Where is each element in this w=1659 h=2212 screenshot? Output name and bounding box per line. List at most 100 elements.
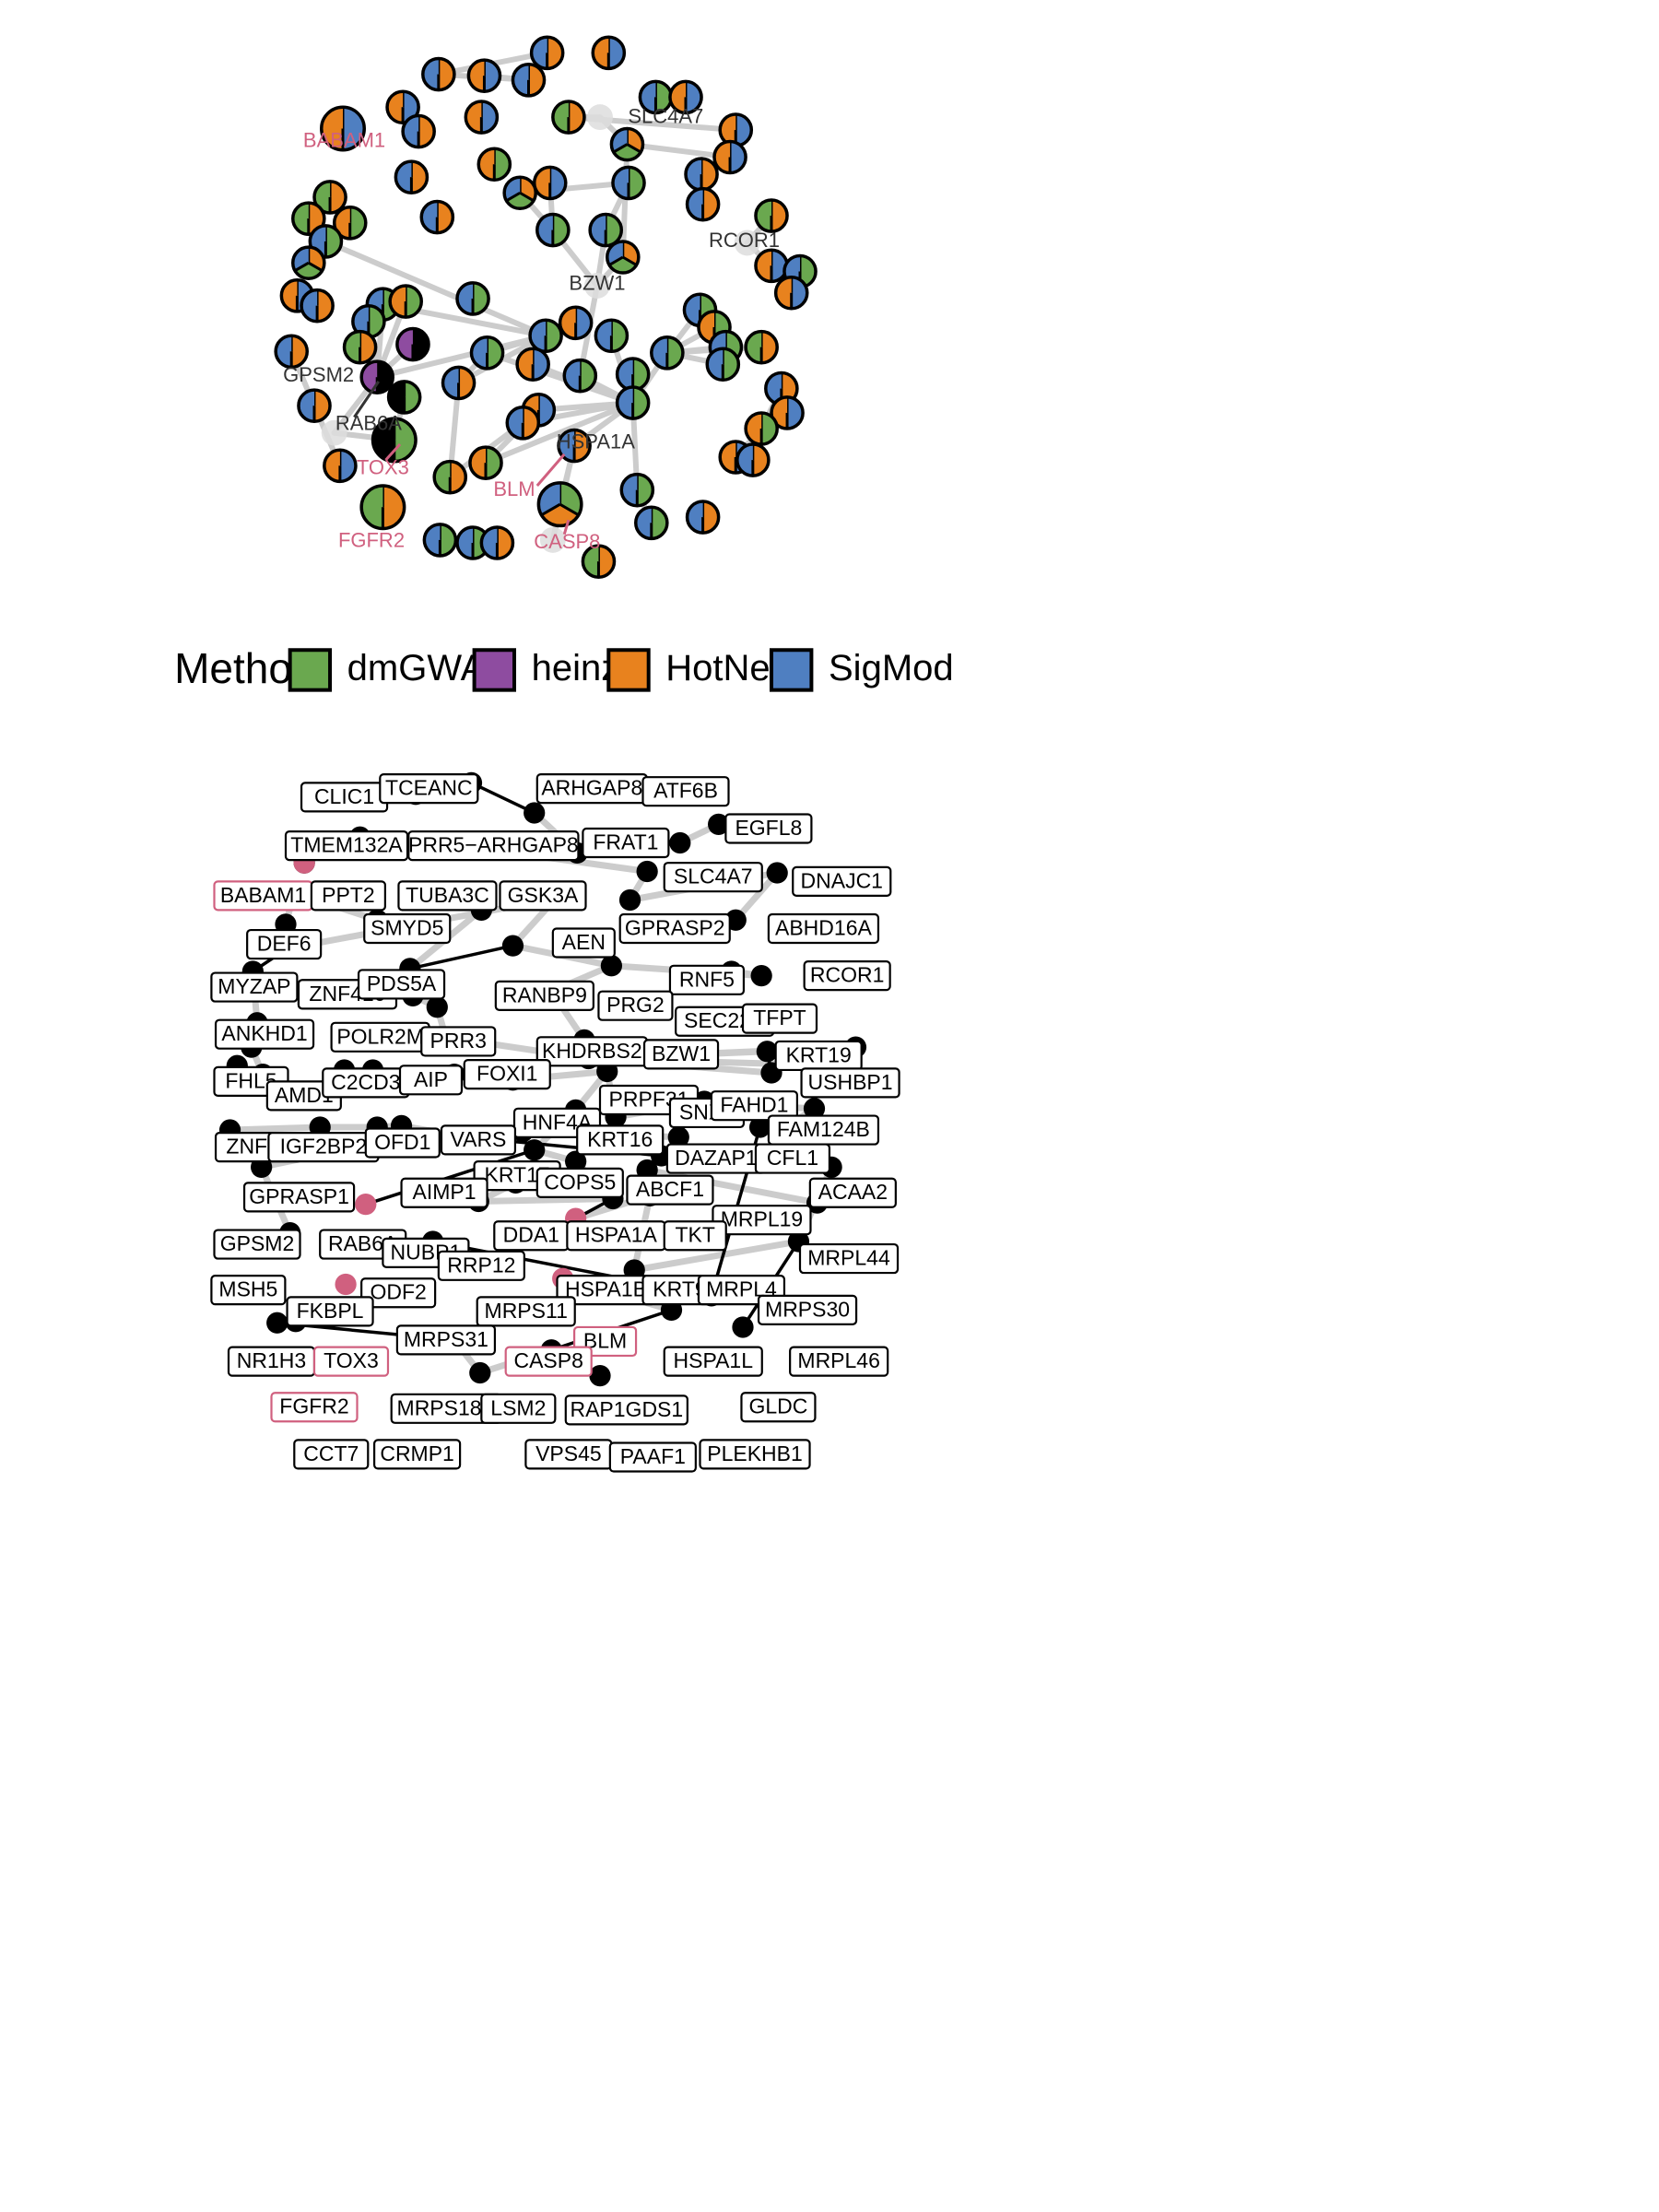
pie-node-a46 (558, 305, 594, 341)
bottom-label-arhgap8: ARHGAP8 (535, 772, 648, 805)
label-box (379, 772, 479, 805)
label-text: GPRASP2 (625, 915, 725, 939)
top-label-rcor1: RCOR1 (709, 229, 780, 252)
pie-outline (650, 335, 685, 371)
bottom-label-myzap: MYZAP (210, 971, 299, 1003)
label-text: AEN (562, 930, 606, 954)
top-label-casp8: CASP8 (534, 530, 600, 553)
label-box (597, 990, 674, 1021)
pie-divider (540, 502, 561, 517)
bottom-label-mrpl19: MRPL19 (712, 1205, 812, 1236)
pie-outline (536, 481, 583, 528)
label-text: COPS5 (544, 1170, 616, 1194)
label-box (420, 1026, 497, 1057)
bottom-label-aen: AEN (551, 927, 616, 959)
network-edge (630, 1238, 802, 1274)
pie-outline (441, 365, 477, 401)
label-box (360, 1277, 437, 1309)
bottom-label-babam1: BABAM1 (213, 880, 313, 912)
label-text: ODF2 (370, 1280, 426, 1304)
bottom-label-acaa2: ACAA2 (808, 1177, 897, 1208)
label-box (564, 1394, 688, 1426)
label-text: MSH5 (218, 1277, 277, 1301)
bottom-label-igf2bp2: IGF2BP2 (267, 1132, 380, 1163)
pie-outline (469, 335, 505, 371)
legend-swatch-SigMod (770, 648, 814, 692)
pie-node-a61 (615, 357, 651, 392)
label-box (699, 1439, 811, 1470)
pie-outline (581, 544, 617, 579)
pie-outline (611, 165, 646, 201)
legend-swatch-heinz (472, 648, 516, 692)
pie-outline (468, 445, 503, 481)
bottom-label-atf6b: ATF6B (641, 776, 730, 807)
bottom-label-prr5-arhgap8: PRR5−ARHGAP8 (407, 830, 580, 862)
label-text: FGFR2 (279, 1394, 348, 1418)
label-box (499, 880, 587, 912)
pie-outline (477, 147, 512, 182)
dot-node-d30 (426, 996, 448, 1018)
network-edge (469, 781, 536, 815)
label-text: FRAT1 (593, 830, 658, 853)
label-box (395, 1324, 497, 1356)
label-box (626, 1174, 714, 1206)
dot-node-d12 (636, 860, 658, 883)
pie-node-a10 (551, 100, 586, 135)
pie-outline (511, 63, 547, 98)
pie-outline (421, 56, 456, 92)
bottom-label-fahd1: FAHD1 (710, 1090, 799, 1122)
label-text: AIP (414, 1067, 448, 1091)
label-text: MRPS18B (397, 1395, 496, 1419)
pie-outline (502, 175, 538, 211)
pie-node-a44 (351, 303, 386, 339)
pie-slice (394, 418, 417, 462)
label-box (210, 1275, 287, 1306)
label-text: MRPS30 (765, 1297, 850, 1321)
pie-node-hspa1a (557, 428, 592, 464)
label-box (551, 927, 616, 959)
bottom-label-abhd16a: ABHD16A (767, 912, 880, 945)
label-text: RCOR1 (810, 963, 885, 987)
pie-node-a84 (422, 523, 458, 558)
label-text: NR1H3 (237, 1348, 306, 1372)
bottom-label-polr2m: POLR2M (330, 1021, 430, 1053)
pie-node-a74 (323, 448, 358, 484)
bottom-label-lsm2: LSM2 (480, 1393, 557, 1424)
bottom-label-plekhb1: PLEKHB1 (699, 1439, 811, 1470)
dot-node-d7 (669, 831, 691, 854)
label-box (535, 1167, 624, 1199)
pie-outline (685, 500, 721, 535)
bottom-label-rap1gds1: RAP1GDS1 (564, 1394, 688, 1426)
top-label-bzw1: BZW1 (569, 272, 625, 295)
pie-node-a75 (468, 445, 503, 481)
pie-outline (712, 139, 747, 175)
label-text: BABAM1 (220, 883, 306, 907)
label-text: DNAJC1 (801, 868, 883, 892)
label-box (741, 1003, 818, 1034)
pie-outline (422, 523, 458, 558)
bottom-label-krt16: KRT16 (576, 1124, 665, 1156)
pie-node-a5 (511, 63, 547, 98)
pie-node-a49 (395, 326, 430, 362)
label-box (800, 1067, 900, 1099)
label-box (463, 1058, 551, 1090)
ghost-node (587, 104, 613, 131)
pie-outline (532, 165, 568, 201)
label-text: PAAF1 (620, 1444, 686, 1468)
pie-outline (479, 525, 515, 560)
pie-outline (754, 198, 789, 233)
bottom-label-prg2: PRG2 (597, 990, 674, 1021)
label-pointer (535, 453, 566, 487)
pie-node-a42 (388, 284, 424, 319)
bottom-label-rab6a: RAB6A (319, 1229, 407, 1260)
bottom-label-msh5: MSH5 (210, 1275, 287, 1306)
label-box (724, 813, 813, 844)
pie-divider (559, 502, 580, 517)
pie-outline (735, 442, 771, 477)
legend-label-SigMod: SigMod (829, 648, 954, 688)
pie-node-a19 (477, 147, 512, 182)
pie-node-a63 (386, 380, 422, 415)
top-network-labels: BABAM1SLC4A7RCOR1BZW1GPSM2RAB6ATOX3HSPA1… (283, 104, 780, 553)
label-box (740, 1392, 817, 1423)
